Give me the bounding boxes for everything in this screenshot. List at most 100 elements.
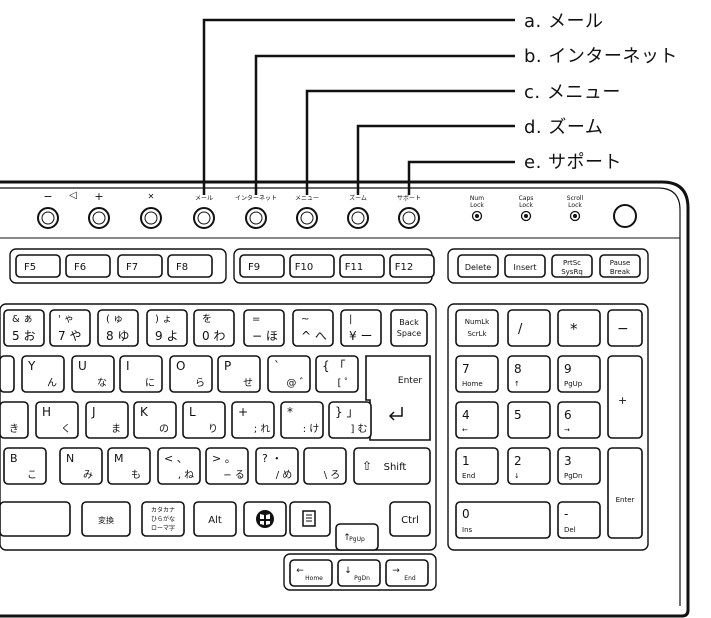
z-row-key: [59, 447, 103, 485]
kana-label: カタカナ: [151, 506, 175, 514]
media-button: [37, 207, 59, 229]
arrow-right-key-label: End: [404, 575, 416, 582]
key-bottom-label: 5 お: [12, 329, 35, 343]
numpad-digit: 6: [564, 408, 572, 422]
enter-key: [365, 355, 431, 441]
media-button-inner: [197, 211, 211, 225]
arrow-left-key-icon: ←: [296, 566, 304, 576]
numpad-key: [455, 355, 499, 393]
function-cluster-left: [9, 248, 227, 284]
backspace-label: Space: [397, 329, 421, 338]
key-top-label: |: [349, 314, 352, 325]
function-key: [65, 254, 111, 278]
numpad-label: −: [617, 321, 629, 337]
numpad-enter-key: [607, 447, 643, 539]
arrow-cluster-bottom: [283, 553, 437, 591]
shift-key: [353, 447, 431, 485]
volume-up-icon: +: [94, 190, 103, 203]
indicator-label: Lock: [470, 202, 484, 209]
nav-key-label: Break: [610, 268, 631, 276]
nav-key: [504, 254, 546, 278]
arrow-up-key: [335, 523, 379, 551]
internet-icon: インターネット: [235, 194, 277, 202]
backspace-label: Back: [399, 318, 419, 327]
media-button: [296, 207, 318, 229]
function-key: [389, 254, 435, 278]
volume-down-icon: −: [43, 190, 52, 203]
callout-line-a: [202, 18, 515, 195]
media-button-inner: [249, 211, 263, 225]
indicator-lamp-dot: [573, 214, 577, 218]
key-top-label: *: [287, 405, 293, 419]
key-top-label: =: [252, 314, 260, 325]
media-button: [88, 207, 110, 229]
function-key-label: F6: [74, 262, 86, 273]
main-key-cluster: [0, 303, 437, 551]
support-icon: サポート: [397, 194, 421, 202]
nav-key-label: SysRq: [561, 268, 583, 276]
function-key: [239, 254, 285, 278]
function-key-label: F5: [24, 262, 36, 273]
key-top-label: J: [91, 405, 96, 419]
alt-key: [193, 501, 237, 537]
q-row-key-partial: [0, 355, 15, 393]
media-button: [193, 207, 215, 229]
numpad-key: [557, 355, 601, 393]
zoom-icon: ズーム: [349, 194, 367, 202]
numpad-sub: Home: [462, 380, 483, 388]
numpad-cluster: [447, 303, 649, 551]
function-key: [339, 254, 385, 278]
enter-arrow-icon: [388, 407, 403, 421]
numpad-sub: →: [564, 426, 570, 434]
key-bottom-label: ま: [111, 423, 121, 435]
numpad-sub: ←: [462, 426, 468, 434]
numpad-sub: ↑: [514, 380, 520, 388]
key-bottom-label: / め: [276, 469, 293, 481]
power-button: [613, 204, 637, 228]
indicator-label: Num: [470, 195, 484, 202]
numpad-digit: 3: [564, 454, 572, 468]
henkan-label: 変換: [98, 515, 114, 525]
key-top-label: +: [238, 405, 248, 419]
media-button-inner: [144, 211, 158, 225]
key-bottom-label: ん: [47, 377, 57, 389]
arrow-right-key-icon: →: [392, 566, 400, 576]
callout-line-b: [254, 54, 515, 195]
keyboard-outer-edge: [0, 180, 690, 618]
nav-key-label: Insert: [514, 263, 537, 272]
numlock-key: [455, 309, 499, 347]
key-top-label: N: [66, 452, 74, 465]
numpad-digit: -: [564, 507, 568, 521]
key-bottom-label: ; れ: [254, 423, 271, 435]
numpad-key: [507, 447, 551, 485]
number-row-key: [193, 309, 235, 347]
indicator-label: Caps: [519, 195, 534, 202]
z-row-key: [205, 447, 249, 485]
a-row-key: [35, 401, 79, 439]
numpad-digit: 0: [462, 507, 470, 521]
number-row-key: [243, 309, 285, 347]
numpad-digit: 9: [564, 362, 572, 376]
key-bottom-label: せ: [243, 377, 253, 389]
function-key-label: F9: [248, 262, 260, 273]
callout-lines: [202, 18, 515, 195]
numpad-sub: PgUp: [564, 380, 583, 388]
arrow-down-key: [337, 559, 381, 587]
mute-icon: ✕: [148, 192, 155, 201]
key-top-label: { 「: [322, 359, 345, 373]
function-key-label: F11: [345, 262, 363, 273]
number-row-key: [340, 309, 382, 347]
numpad-key: [557, 401, 601, 439]
media-button: [140, 207, 162, 229]
keyboard-inner-edge: [0, 187, 681, 606]
function-key: [289, 254, 335, 278]
key-top-label: K: [140, 405, 149, 419]
key-top-label: } 」: [335, 405, 358, 419]
z-row-key: [107, 447, 151, 485]
key-bottom-label: み: [83, 470, 93, 481]
q-row-key: [217, 355, 261, 393]
key-top-label: ' ゃ: [58, 314, 74, 325]
callout-line-c: [305, 89, 515, 195]
callout-line-e: [407, 160, 515, 195]
